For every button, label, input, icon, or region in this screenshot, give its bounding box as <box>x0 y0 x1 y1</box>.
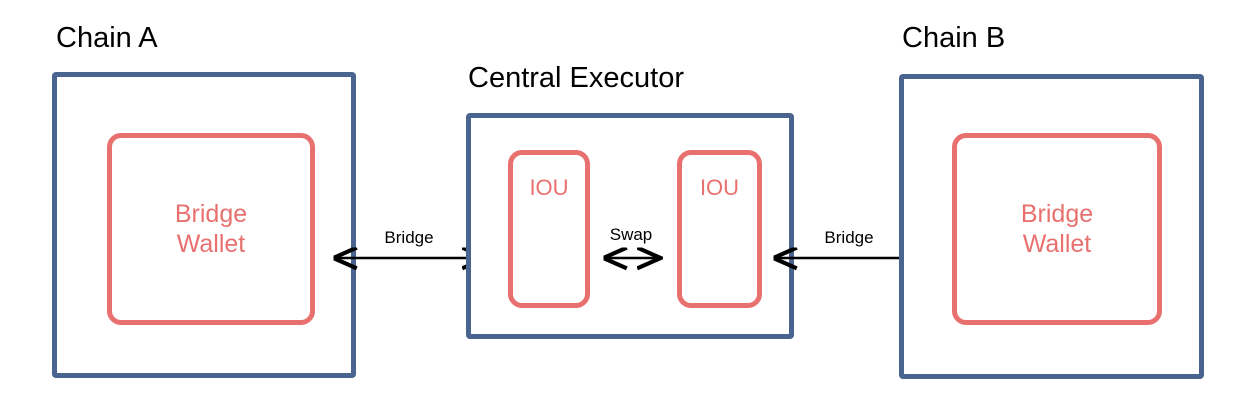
iou-left-box[interactable]: IOU <box>508 150 590 308</box>
chain-a-title: Chain A <box>56 22 158 54</box>
chain-a-box[interactable]: Bridge Wallet <box>52 72 356 378</box>
central-executor-title: Central Executor <box>468 62 684 94</box>
edge-bridge-right-label: Bridge <box>824 228 874 247</box>
central-executor-box[interactable]: IOU IOU <box>466 113 794 339</box>
chain-b-bridge-wallet-box[interactable]: Bridge Wallet <box>952 133 1162 325</box>
edge-swap-arrow <box>596 246 668 272</box>
edge-swap-label: Swap <box>609 225 653 244</box>
iou-right-box[interactable]: IOU <box>677 150 762 308</box>
chain-b-box[interactable]: Bridge Wallet <box>899 74 1204 379</box>
edge-bridge-left-arrow <box>326 246 494 272</box>
chain-a-bridge-wallet-box[interactable]: Bridge Wallet <box>107 133 315 325</box>
chain-b-title: Chain B <box>902 22 1006 54</box>
chain-b-bridge-wallet-label: Bridge Wallet <box>1020 199 1094 259</box>
edge-bridge-left-label: Bridge <box>384 228 434 247</box>
iou-right-label: IOU <box>699 175 740 200</box>
iou-left-label: IOU <box>529 175 569 200</box>
chain-a-bridge-wallet-label: Bridge Wallet <box>174 199 248 259</box>
